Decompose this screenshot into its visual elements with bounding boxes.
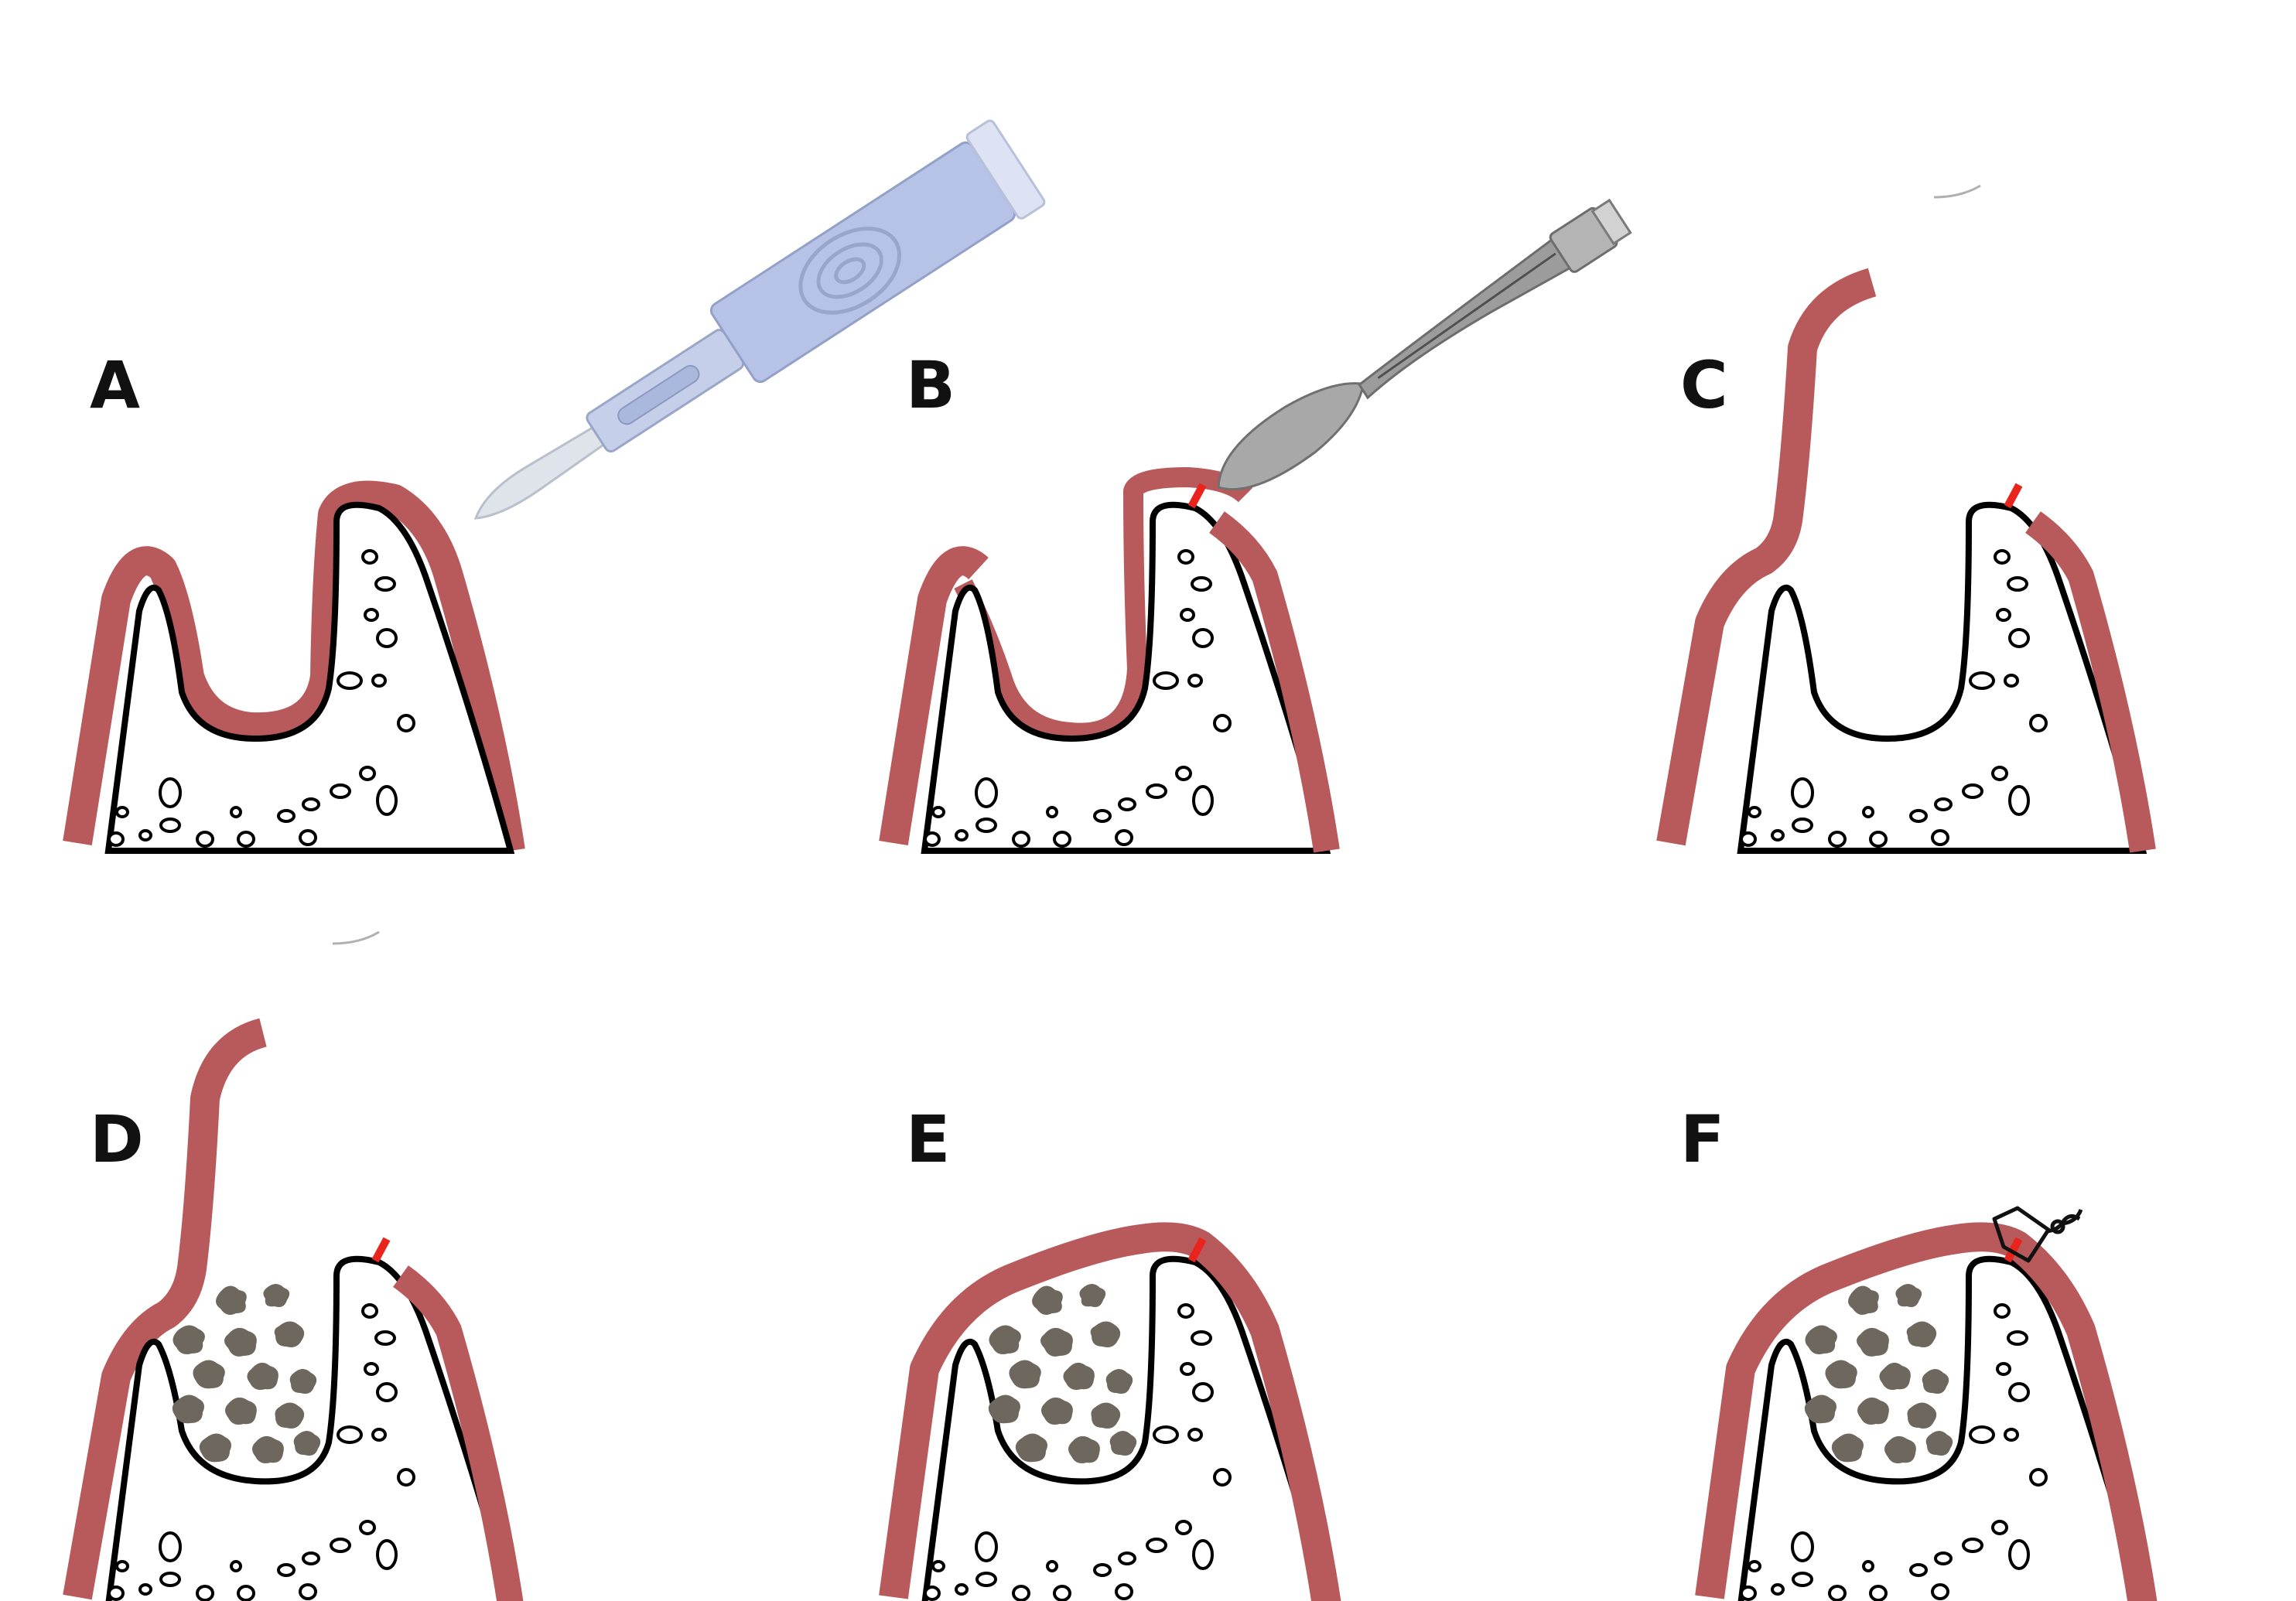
bone-graft-particles: [988, 1284, 1137, 1463]
panel-a: A: [63, 119, 1046, 853]
panel-c: C: [1656, 184, 2156, 853]
buccal-soft-tissue: [392, 1265, 524, 1601]
panel-e: E: [879, 1101, 1341, 1601]
buccal-soft-tissue: [1208, 511, 1340, 853]
elevated-flap: [954, 467, 1253, 743]
periosteal-elevator-icon: [1217, 198, 1632, 491]
incision-mark: [1187, 1237, 1207, 1263]
flap-edge-mark: [332, 930, 380, 945]
panel-d-letter: D: [90, 1101, 144, 1177]
reflected-flap: [63, 1018, 268, 1600]
soft-tissue: [879, 546, 989, 845]
panel-f-letter: F: [1680, 1101, 1724, 1177]
panel-b-letter: B: [906, 347, 955, 423]
panel-a-letter: A: [90, 347, 140, 423]
repositioned-flap: [879, 1222, 1341, 1601]
buccal-soft-tissue: [2024, 511, 2156, 853]
suture-icon: [1992, 1206, 2083, 1263]
panel-f: F: [1680, 1101, 2158, 1601]
scalpel-icon: [473, 119, 1046, 520]
panel-c-letter: C: [1680, 347, 1728, 423]
bone-graft-particles: [172, 1284, 321, 1463]
incision-mark: [371, 1237, 391, 1263]
panel-e-letter: E: [906, 1101, 950, 1177]
soft-tissue: [63, 480, 525, 853]
incision-mark: [2004, 1237, 2023, 1263]
incision-mark: [2004, 483, 2023, 509]
panel-b: B: [879, 198, 1632, 853]
incision-mark: [1187, 483, 1207, 509]
flap-edge-mark: [1933, 184, 1981, 199]
bone-graft-particles: [1804, 1284, 1953, 1463]
reflected-flap: [1656, 268, 1877, 846]
panel-d: D: [63, 930, 524, 1601]
